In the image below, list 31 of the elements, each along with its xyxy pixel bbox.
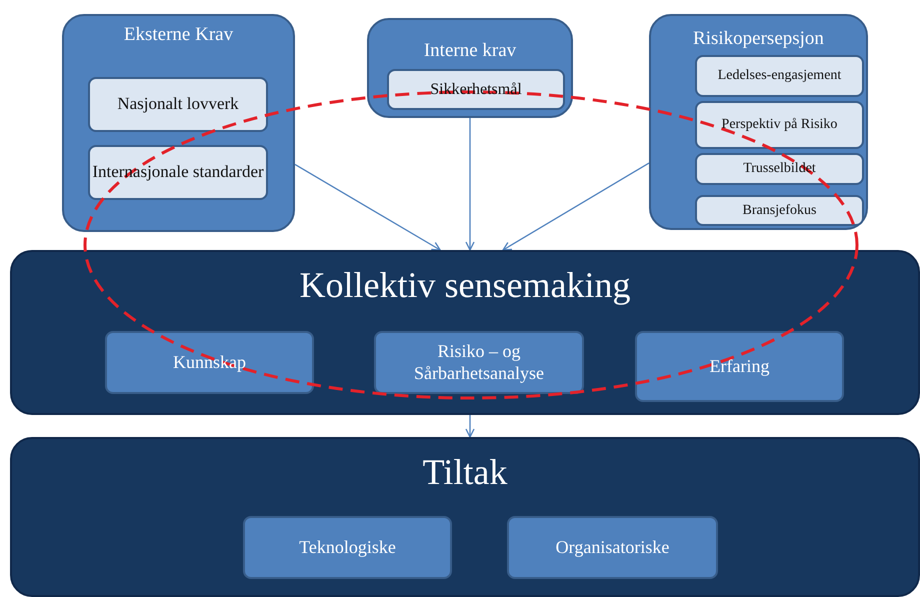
- group-heading: Risikopersepsjon: [692, 28, 825, 50]
- arrow: [294, 164, 441, 251]
- item-box: [507, 516, 718, 579]
- arrow: [465, 118, 475, 251]
- item-label: Perspektiv på Risiko: [722, 117, 838, 133]
- group-heading: Interne krav: [422, 40, 518, 62]
- item-box: [243, 516, 452, 579]
- group-box: [367, 18, 573, 118]
- item-label: Erfaring: [710, 356, 770, 378]
- stage-panel: [10, 250, 920, 415]
- item-box: [695, 195, 864, 226]
- item-box: [695, 55, 864, 97]
- item-label: Ledelses-engasjement: [718, 68, 842, 84]
- item-box: [88, 77, 268, 132]
- item-label: Organisatoriske: [556, 536, 670, 558]
- item-label: Bransjefokus: [742, 202, 816, 218]
- arrow: [465, 415, 475, 438]
- group-box: [649, 14, 868, 230]
- item-label: Nasjonalt lovverk: [117, 95, 239, 114]
- group-heading: Tiltak: [422, 451, 508, 493]
- item-box: [635, 331, 844, 402]
- item-box: [695, 101, 864, 149]
- item-label: Teknologiske: [299, 536, 396, 558]
- item-box: [105, 331, 314, 394]
- group-box: [62, 14, 295, 232]
- stage-panel: [10, 437, 920, 597]
- arrow: [502, 162, 650, 251]
- group-heading: Kollektiv sensemaking: [298, 264, 632, 306]
- group-heading: Eksterne Krav: [122, 24, 234, 46]
- item-box: [374, 331, 584, 394]
- item-label: Risiko – og Sårbarhetsanalyse: [413, 340, 545, 384]
